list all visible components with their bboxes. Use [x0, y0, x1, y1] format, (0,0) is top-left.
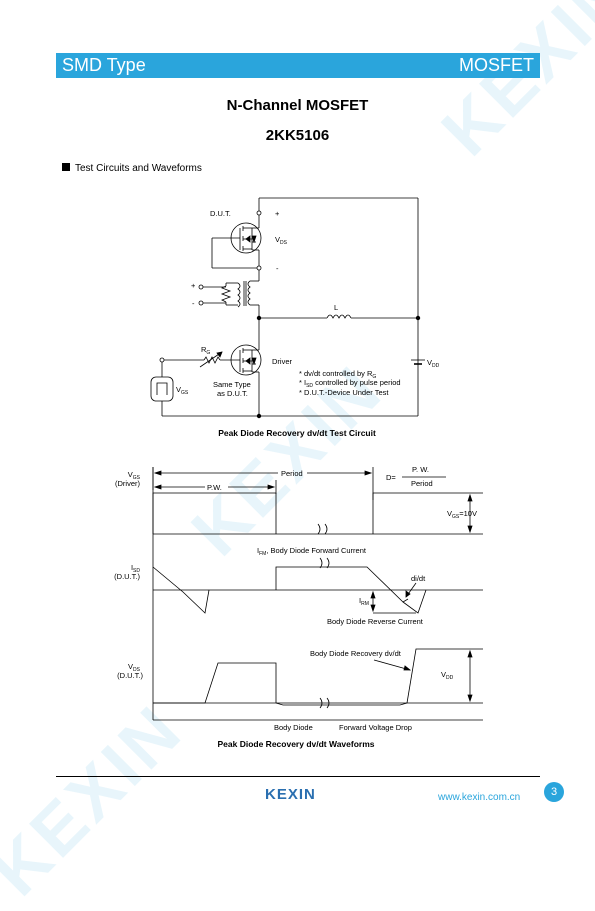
rg-label: RG: [201, 345, 210, 356]
dut-label: (D.U.T.): [114, 572, 140, 581]
note-dvdt: * dv/dt controlled by RG: [299, 369, 376, 380]
isd-label: ISD: [131, 563, 140, 574]
as-dut-label: as D.U.T.: [217, 389, 248, 398]
bullet-square-icon: [62, 163, 70, 171]
duty-label: D=: [386, 473, 396, 482]
plus-label: +: [275, 209, 280, 218]
section-title: Test Circuits and Waveforms: [75, 163, 202, 174]
vds-label: VDS: [275, 235, 288, 246]
minus-label: -: [276, 264, 279, 273]
inductor-label: L: [334, 303, 338, 312]
note-isd: * ISD controlled by pulse period: [299, 378, 401, 389]
page-title: N-Channel MOSFET: [226, 97, 369, 114]
waveforms-diagram: VGS (Driver) ISD (D.U.T.) VDS (D.U.T.) P…: [114, 465, 483, 749]
page-number: 3: [544, 782, 564, 802]
minus-label: -: [192, 299, 195, 308]
test-circuit-diagram: D.U.T. + - VDS + - L RG Driver VGS Same …: [150, 197, 440, 438]
header-category: MOSFET: [459, 55, 534, 75]
duty-numerator: P. W.: [412, 465, 429, 474]
plus-label: +: [191, 281, 196, 290]
footer-divider: [56, 776, 540, 777]
vdd-label: VDD: [427, 358, 440, 369]
note-dut: * D.U.T.-Device Under Test: [299, 388, 389, 397]
circuit-caption: Peak Diode Recovery dv/dt Test Circuit: [218, 428, 376, 438]
driver-label: (Driver): [115, 479, 140, 488]
recovery-label: Body Diode Recovery dv/dt: [310, 649, 402, 658]
vgs-10v-label: VGS=10V: [447, 509, 477, 520]
header-type: SMD Type: [62, 55, 146, 75]
kexin-logo: KEXIN: [265, 786, 316, 803]
waveforms-caption: Peak Diode Recovery dv/dt Waveforms: [218, 739, 375, 749]
period-label: Period: [281, 469, 303, 478]
dut-label: D.U.T.: [210, 209, 231, 218]
pw-label: P.W.: [207, 483, 222, 492]
vds-label: VDS: [128, 662, 141, 673]
watermark: KEXIN: [426, 0, 595, 171]
same-type-label: Same Type: [213, 380, 251, 389]
driver-label: Driver: [272, 357, 293, 366]
body-diode-label: Body Diode: [274, 723, 313, 732]
section-heading: Test Circuits and Waveforms: [62, 163, 202, 174]
irm-label: IRM: [359, 596, 369, 607]
website-link[interactable]: www.kexin.com.cn: [438, 792, 521, 803]
vgs-label: VGS: [128, 470, 141, 481]
part-number: 2KK5106: [265, 127, 330, 144]
forward-drop-label: Forward Voltage Drop: [339, 723, 412, 732]
reverse-current-label: Body Diode Reverse Current: [327, 617, 424, 626]
ifm-label: IFM, Body Diode Forward Current: [257, 546, 367, 557]
header-bar: SMD Type MOSFET: [56, 53, 540, 78]
vgs-label: VGS: [176, 385, 189, 396]
vdd-label: VDD: [441, 670, 454, 681]
duty-denominator: Period: [411, 479, 433, 488]
dut-label: (D.U.T.): [117, 671, 143, 680]
didt-label: di/dt: [411, 574, 426, 583]
